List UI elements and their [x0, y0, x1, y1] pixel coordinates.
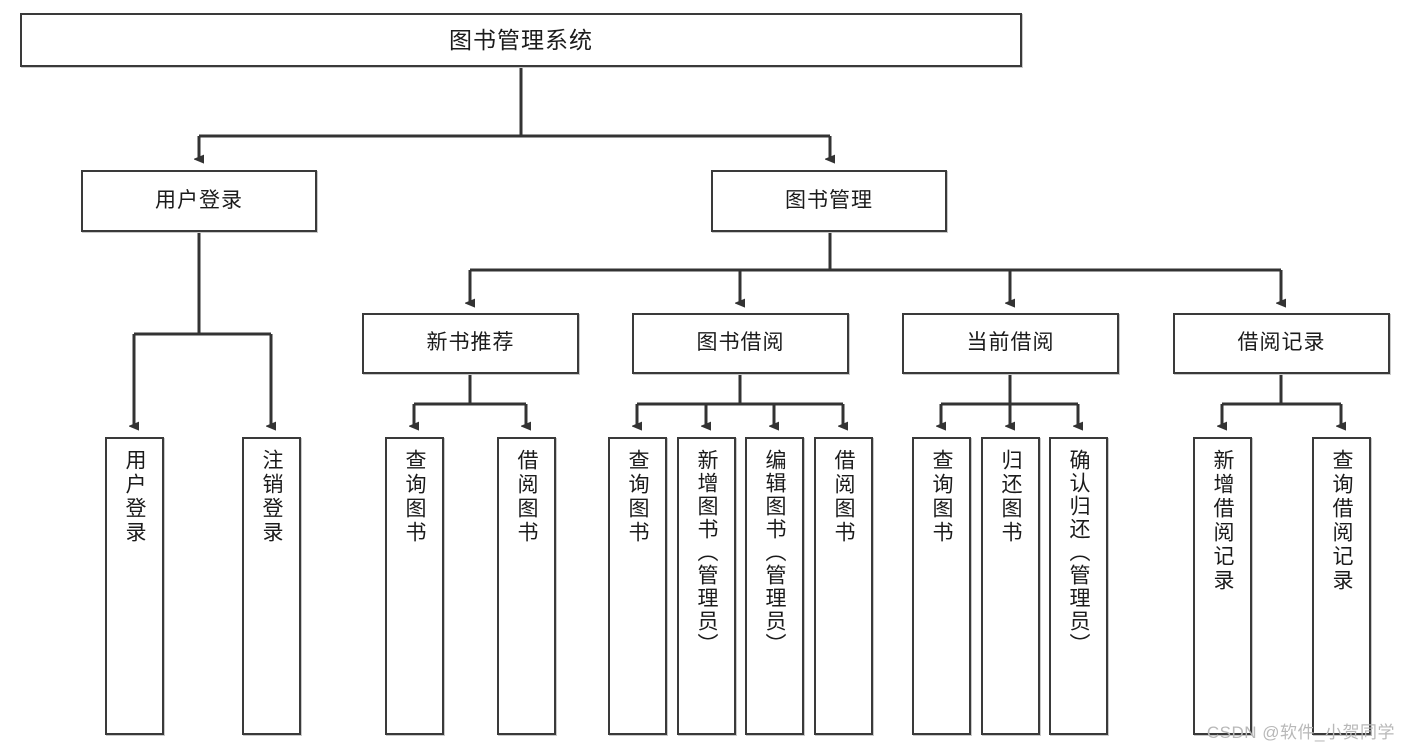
node-leaf-user-login[interactable]: 用户登录 — [105, 437, 164, 735]
node-leaf-user-logout-label: 注销登录 — [260, 449, 283, 545]
node-leaf-confirm-return[interactable]: 确认归还（管理员） — [1049, 437, 1108, 735]
node-borrow-record[interactable]: 借阅记录 — [1173, 313, 1390, 374]
node-leaf-query-book-2[interactable]: 查询图书 — [608, 437, 667, 735]
node-leaf-query-book-3[interactable]: 查询图书 — [912, 437, 971, 735]
node-leaf-borrow-book-2-label: 借阅图书 — [832, 449, 855, 545]
node-leaf-user-login-label: 用户登录 — [123, 449, 146, 545]
node-leaf-query-book-3-label: 查询图书 — [930, 449, 953, 545]
node-user-login[interactable]: 用户登录 — [81, 170, 317, 232]
node-borrow-record-label: 借阅记录 — [1237, 331, 1326, 355]
node-leaf-add-book[interactable]: 新增图书（管理员） — [677, 437, 736, 735]
node-leaf-query-book-1-label: 查询图书 — [403, 449, 426, 545]
node-leaf-borrow-book-1-label: 借阅图书 — [515, 449, 538, 545]
csdn-watermark: CSDN @软件_小贺同学 — [1206, 723, 1395, 742]
node-leaf-add-record[interactable]: 新增借阅记录 — [1193, 437, 1252, 735]
node-root-system-label: 图书管理系统 — [449, 26, 593, 53]
node-book-borrow[interactable]: 图书借阅 — [632, 313, 849, 374]
node-leaf-add-record-label: 新增借阅记录 — [1211, 449, 1234, 593]
node-leaf-return-book-label: 归还图书 — [999, 449, 1022, 545]
node-leaf-borrow-book-1[interactable]: 借阅图书 — [497, 437, 556, 735]
node-current-borrow-label: 当前借阅 — [966, 331, 1055, 355]
node-book-manage-label: 图书管理 — [785, 188, 873, 212]
node-leaf-add-book-label: 新增图书（管理员） — [695, 449, 718, 656]
node-book-manage[interactable]: 图书管理 — [711, 170, 947, 232]
node-leaf-query-record[interactable]: 查询借阅记录 — [1312, 437, 1371, 735]
node-book-borrow-label: 图书借阅 — [696, 331, 785, 355]
node-root-system[interactable]: 图书管理系统 — [20, 13, 1022, 67]
node-user-login-label: 用户登录 — [155, 188, 243, 212]
node-leaf-edit-book-label: 编辑图书（管理员） — [763, 449, 786, 656]
node-leaf-confirm-return-label: 确认归还（管理员） — [1067, 449, 1090, 656]
node-current-borrow[interactable]: 当前借阅 — [902, 313, 1119, 374]
node-leaf-query-book-2-label: 查询图书 — [626, 449, 649, 545]
node-leaf-edit-book[interactable]: 编辑图书（管理员） — [745, 437, 804, 735]
node-leaf-query-record-label: 查询借阅记录 — [1330, 449, 1353, 593]
node-leaf-return-book[interactable]: 归还图书 — [981, 437, 1040, 735]
node-leaf-query-book-1[interactable]: 查询图书 — [385, 437, 444, 735]
node-new-book-recommend[interactable]: 新书推荐 — [362, 313, 579, 374]
node-leaf-borrow-book-2[interactable]: 借阅图书 — [814, 437, 873, 735]
node-new-book-recommend-label: 新书推荐 — [426, 331, 515, 355]
node-leaf-user-logout[interactable]: 注销登录 — [242, 437, 301, 735]
